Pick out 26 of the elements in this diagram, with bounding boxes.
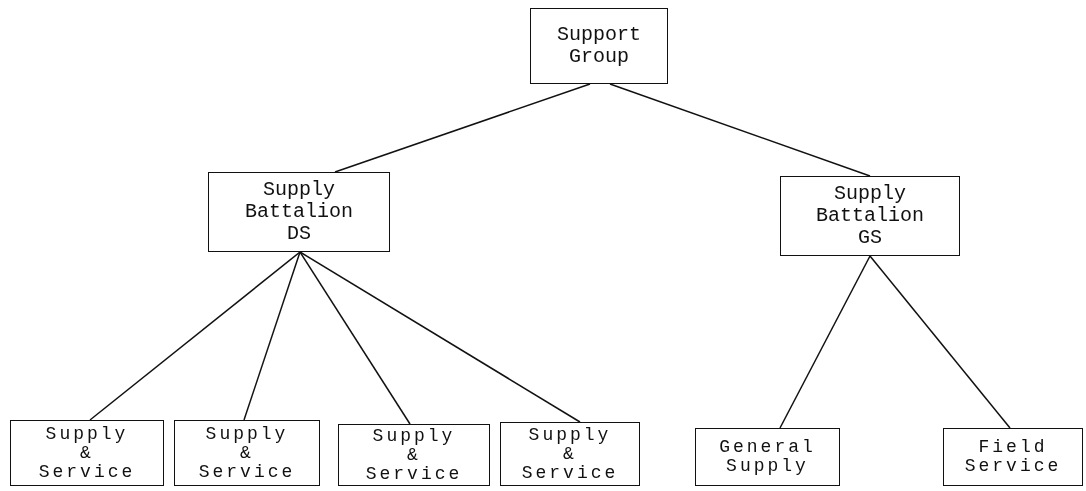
unit-name: Supply Battalion GS [816,183,924,249]
unit-name: Supply Battalion DS [245,179,353,245]
org-box [530,8,668,84]
connector-line [334,83,591,173]
connector-line [89,251,301,421]
unit-name: Supply & Service [198,424,296,482]
connector-line [299,251,581,423]
unit-name: Support Group [557,24,641,68]
unit-name: General Supply [719,438,816,476]
org-box [208,172,390,252]
connector-line [243,251,301,421]
unit-name: Supply & Service [521,425,619,483]
connector-line [779,255,871,429]
org-box [338,424,490,486]
org-box [695,428,840,486]
org-box [10,420,164,486]
connector-line [609,83,871,177]
connector-line [299,251,411,425]
unit-name: Field Service [964,438,1062,476]
unit-name: Supply & Service [38,424,136,482]
org-box [500,422,640,486]
org-box [943,428,1083,486]
unit-name: Supply & Service [365,426,463,484]
connector-line [869,255,1011,429]
org-box [174,420,320,486]
org-box [780,176,960,256]
